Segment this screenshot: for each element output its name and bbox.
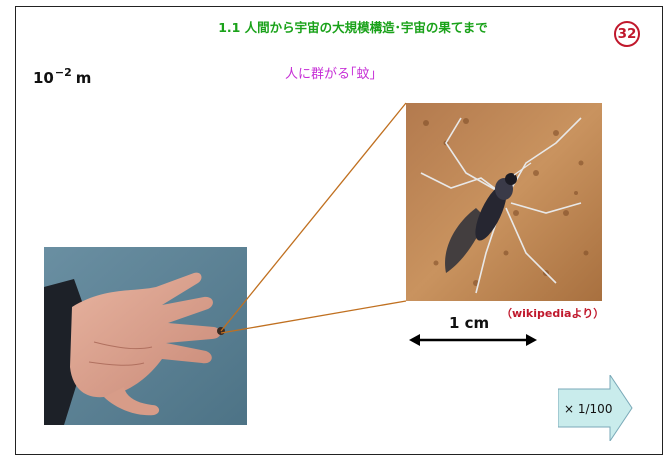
next-zoom-label: × 1/100 [564, 402, 613, 416]
ruler-label: 1 cm [449, 314, 490, 332]
scale-base: 10 [33, 69, 54, 87]
mosquito-photo [406, 103, 602, 301]
scale-unit: m [75, 69, 92, 87]
double-arrow-icon [409, 334, 537, 346]
right-arrow-icon[interactable] [558, 375, 634, 441]
slide-title: 1.1 人間から宇宙の大規模構造･宇宙の果てまで [218, 20, 488, 35]
scale-exponent: −2 [54, 66, 72, 79]
slide-subtitle: 人に群がる｢蚊｣ [285, 67, 377, 82]
zoom-line-top [220, 102, 407, 332]
zoom-line-bottom [220, 300, 407, 334]
page-number-badge: 32 [614, 21, 640, 47]
hand-photo [44, 247, 247, 425]
photo-credit: （wikipediaより） [501, 307, 605, 320]
